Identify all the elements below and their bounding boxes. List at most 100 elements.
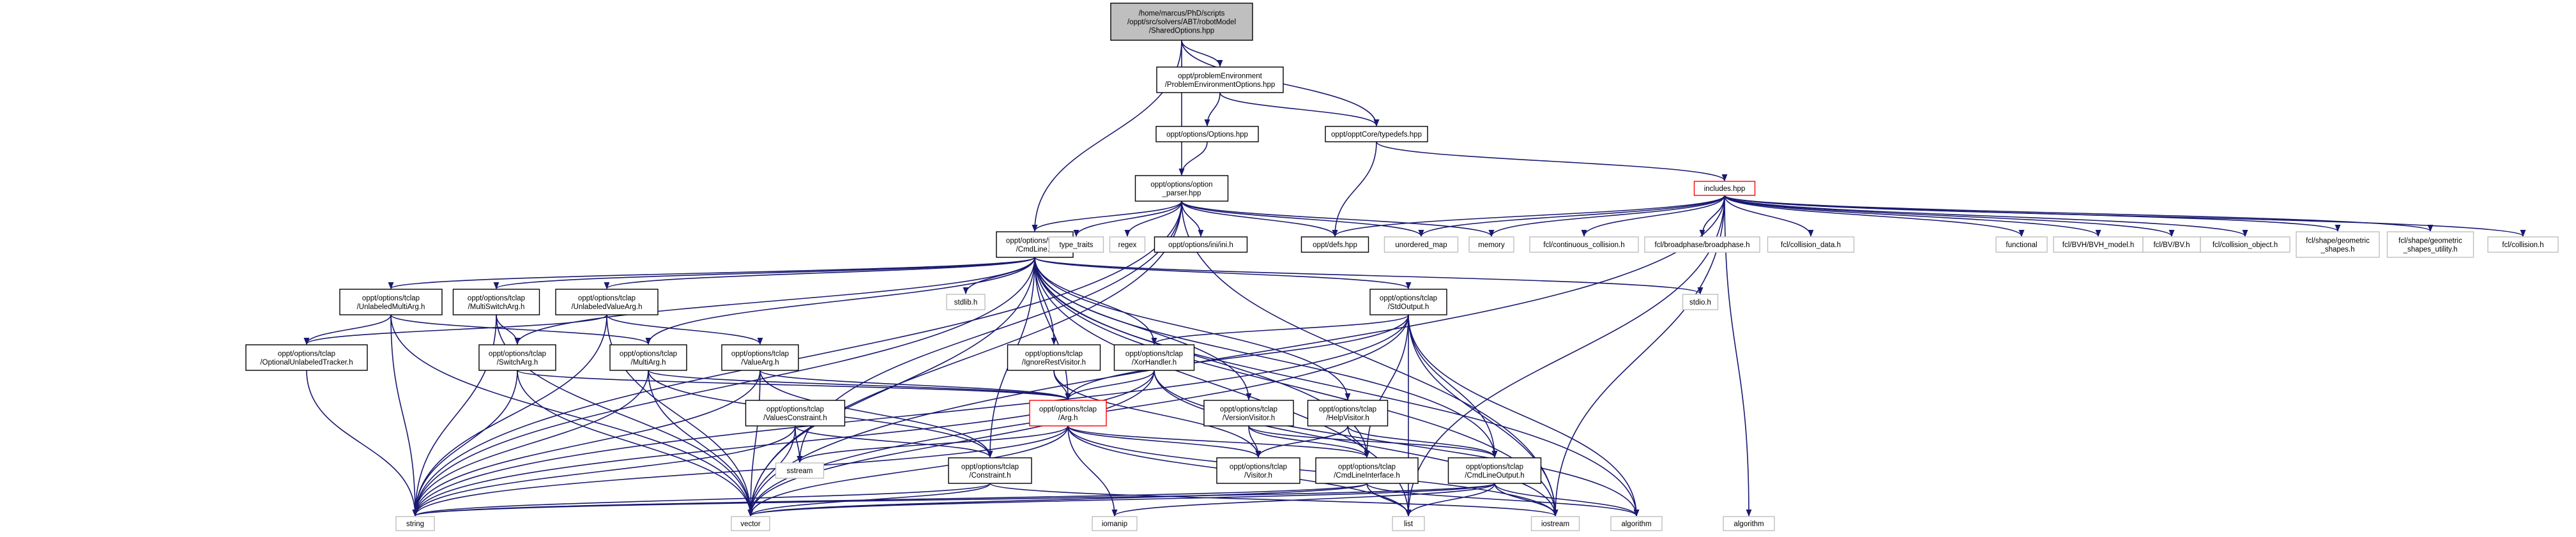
node-stdio[interactable]: stdio.h bbox=[1682, 294, 1719, 310]
node-std-output[interactable]: oppt/options/tclap/StdOutput.h bbox=[1369, 289, 1447, 315]
node-box bbox=[1610, 516, 1663, 531]
edge-std_output-to-arg bbox=[1065, 314, 1409, 401]
node-switch-arg[interactable]: oppt/options/tclap/SwitchArg.h bbox=[478, 344, 556, 371]
node-options-hpp[interactable]: oppt/options/Options.hpp bbox=[1155, 126, 1259, 142]
node-stdlib[interactable]: stdlib.h bbox=[946, 294, 986, 310]
edge-arg-to-iostream bbox=[1067, 425, 1559, 517]
node-version-visitor[interactable]: oppt/options/tclap/VersionVisitor.h bbox=[1203, 400, 1294, 427]
node-fcl-bv[interactable]: fcl/BV/BV.h bbox=[2142, 236, 2201, 253]
node-memory[interactable]: memory bbox=[1468, 236, 1514, 253]
node-includes[interactable]: includes.hpp bbox=[1693, 181, 1756, 196]
node-box bbox=[395, 516, 435, 531]
node-root[interactable]: /home/marcus/PhD/scripts/oppt/src/solver… bbox=[1110, 3, 1253, 41]
node-ignore-rest[interactable]: oppt/options/tclap/IgnoreRestVisitor.h bbox=[1007, 344, 1101, 371]
node-label: vector bbox=[740, 520, 760, 528]
node-label: oppt/options/tclap bbox=[620, 350, 677, 358]
node-multi-switch[interactable]: oppt/options/tclap/MultiSwitchArg.h bbox=[452, 289, 540, 315]
node-label: /CmdLineOutput.h bbox=[1465, 472, 1524, 480]
node-type-traits[interactable]: type_traits bbox=[1048, 236, 1104, 253]
node-fcl-cd[interactable]: fcl/collision_data.h bbox=[1767, 236, 1855, 253]
edge-includes-to-fcl_gsu bbox=[1724, 195, 2434, 232]
node-iomanip[interactable]: iomanip bbox=[1092, 516, 1138, 531]
node-algorithm2[interactable]: algorithm bbox=[1723, 516, 1775, 531]
node-ini[interactable]: oppt/options/ini/ini.h bbox=[1154, 236, 1248, 253]
node-unlabeled-value[interactable]: oppt/options/tclap/UnlabeledValueArg.h bbox=[555, 289, 659, 315]
edge-constraint-to-iostream bbox=[989, 483, 1559, 517]
node-arg[interactable]: oppt/options/tclap/Arg.h bbox=[1029, 400, 1107, 427]
node-defs[interactable]: oppt/defs.hpp bbox=[1300, 236, 1369, 253]
node-fcl-col[interactable]: fcl/collision.h bbox=[2487, 236, 2559, 253]
node-fcl-bvhm[interactable]: fcl/BVH/BVH_model.h bbox=[2053, 236, 2144, 253]
node-cmdline-output[interactable]: oppt/options/tclap/CmdLineOutput.h bbox=[1447, 457, 1542, 484]
node-unordered-map[interactable]: unordered_map bbox=[1383, 236, 1459, 253]
edge-option_parser-to-memory bbox=[1181, 200, 1495, 238]
node-label: _shapes.h bbox=[2320, 246, 2354, 253]
node-value-arg[interactable]: oppt/options/tclap/ValueArg.h bbox=[721, 344, 799, 371]
node-optional-unlabeled[interactable]: oppt/options/tclap/OptionalUnlabeledTrac… bbox=[245, 344, 368, 371]
node-unlabeled-multi[interactable]: oppt/options/tclap/UnlabeledMultiArg.h bbox=[339, 289, 443, 315]
edge-cmdline_output-to-string bbox=[413, 483, 1495, 517]
node-label: oppt/options/tclap bbox=[578, 294, 636, 302]
node-string[interactable]: string bbox=[395, 516, 435, 531]
node-box bbox=[948, 457, 1032, 484]
node-label: /MultiSwitchArg.h bbox=[468, 303, 525, 311]
node-box bbox=[2296, 231, 2380, 258]
edge-cmdline_output-to-vector bbox=[747, 483, 1495, 517]
node-xor-handler[interactable]: oppt/options/tclap/XorHandler.h bbox=[1113, 344, 1195, 371]
edge-values_constraint-to-vector bbox=[747, 425, 796, 517]
node-visitor[interactable]: oppt/options/tclap/Visitor.h bbox=[1216, 457, 1300, 484]
node-option-parser[interactable]: oppt/options/option_parser.hpp bbox=[1134, 175, 1229, 202]
node-typedefs[interactable]: oppt/opptCore/typedefs.hpp bbox=[1325, 126, 1428, 142]
node-label: /HelpVisitor.h bbox=[1326, 414, 1369, 422]
edge-unlabeled_value-to-string bbox=[412, 314, 607, 517]
node-functional[interactable]: functional bbox=[1995, 236, 2048, 253]
edge-value_arg-to-string bbox=[412, 370, 761, 517]
node-cmdline-interface[interactable]: oppt/options/tclap/CmdLineInterface.h bbox=[1315, 457, 1419, 484]
node-label: regex bbox=[1118, 241, 1137, 249]
node-fcl-cc[interactable]: fcl/continuous_collision.h bbox=[1529, 236, 1639, 253]
node-label: _shapes_utility.h bbox=[2403, 246, 2458, 253]
node-multi-arg[interactable]: oppt/options/tclap/MultiArg.h bbox=[609, 344, 687, 371]
node-label: /StdOutput.h bbox=[1388, 303, 1429, 311]
node-label: oppt/options/option bbox=[1150, 181, 1212, 188]
node-box bbox=[1156, 66, 1284, 93]
edge-switch_arg-to-vector bbox=[517, 370, 754, 517]
edge-cmdline-to-arg bbox=[1034, 257, 1071, 401]
node-iostream[interactable]: iostream bbox=[1530, 516, 1580, 531]
node-label: unordered_map bbox=[1395, 241, 1447, 249]
node-label: functional bbox=[2006, 241, 2037, 249]
node-label: iomanip bbox=[1102, 520, 1127, 528]
node-fcl-gsu[interactable]: fcl/shape/geometric_shapes_utility.h bbox=[2386, 231, 2474, 258]
edge-option_parser-to-defs bbox=[1181, 200, 1338, 238]
edge-option_parser-to-iostream bbox=[1181, 200, 1559, 517]
node-fcl-bp[interactable]: fcl/broadphase/broadphase.h bbox=[1644, 236, 1760, 253]
node-constraint[interactable]: oppt/options/tclap/Constraint.h bbox=[948, 457, 1032, 484]
node-label: /CmdLine.h bbox=[1016, 246, 1054, 253]
edge-includes-to-fcl_bv bbox=[1724, 195, 2175, 238]
node-sstream[interactable]: sstream bbox=[775, 462, 825, 479]
edge-cmdline_interface-to-algorithm1 bbox=[1366, 483, 1640, 517]
node-box bbox=[1048, 236, 1104, 253]
node-box bbox=[1392, 516, 1425, 531]
edge-cmdline-to-unlabeled_multi bbox=[388, 257, 1035, 290]
node-box bbox=[555, 289, 659, 315]
edge-xor_handler-to-arg bbox=[1065, 370, 1155, 401]
node-label: stdio.h bbox=[1689, 299, 1711, 306]
node-fcl-gs[interactable]: fcl/shape/geometric_shapes.h bbox=[2296, 231, 2380, 258]
node-algorithm1[interactable]: algorithm bbox=[1610, 516, 1663, 531]
node-help-visitor[interactable]: oppt/options/tclap/HelpVisitor.h bbox=[1307, 400, 1389, 427]
node-label: oppt/options/tclap bbox=[1380, 294, 1437, 302]
node-box bbox=[452, 289, 540, 315]
node-box bbox=[2053, 236, 2144, 253]
edge-switch_arg-to-string bbox=[412, 370, 518, 517]
node-list[interactable]: list bbox=[1392, 516, 1425, 531]
node-problem-env[interactable]: oppt/problemEnvironment/ProblemEnvironme… bbox=[1156, 66, 1284, 93]
node-label: fcl/shape/geometric bbox=[2398, 237, 2462, 245]
edge-constraint-to-string bbox=[412, 483, 991, 517]
node-vector[interactable]: vector bbox=[731, 516, 770, 531]
node-fcl-co[interactable]: fcl/collision_object.h bbox=[2200, 236, 2290, 253]
edge-std_output-to-algorithm1 bbox=[1408, 314, 1640, 517]
node-regex[interactable]: regex bbox=[1109, 236, 1146, 253]
node-values-constraint[interactable]: oppt/options/tclap/ValuesConstraint.h bbox=[745, 400, 846, 427]
edge-includes-to-fcl_co bbox=[1724, 195, 2248, 238]
